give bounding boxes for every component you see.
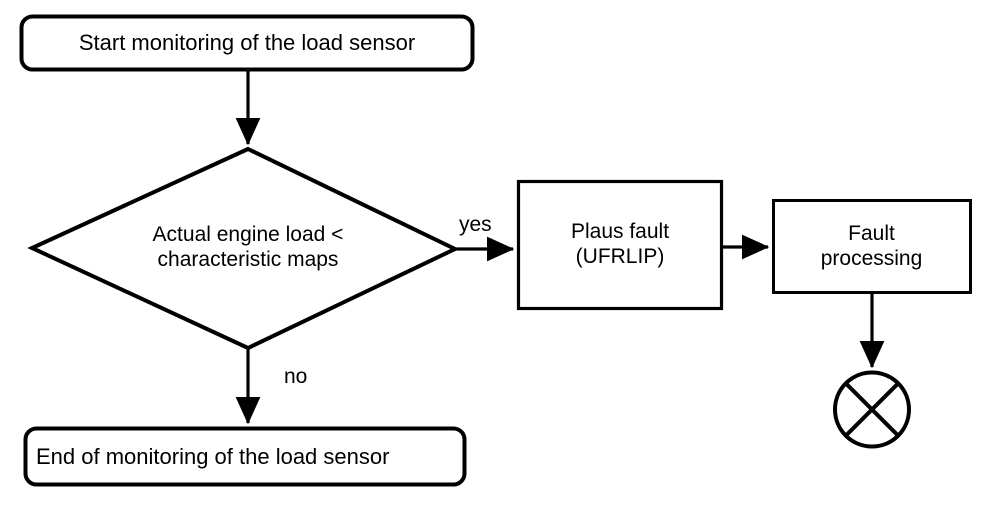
edge-label-no: no <box>284 365 308 388</box>
node-end-shape <box>23 426 467 487</box>
edge-label-yes: yes <box>459 213 492 236</box>
terminator-cross-stroke-2 <box>844 381 900 438</box>
node-start-shape <box>19 14 475 72</box>
node-plaus-fault-shape <box>516 179 724 311</box>
node-fault-processing-shape <box>772 199 972 294</box>
node-decision-shape <box>27 146 460 351</box>
